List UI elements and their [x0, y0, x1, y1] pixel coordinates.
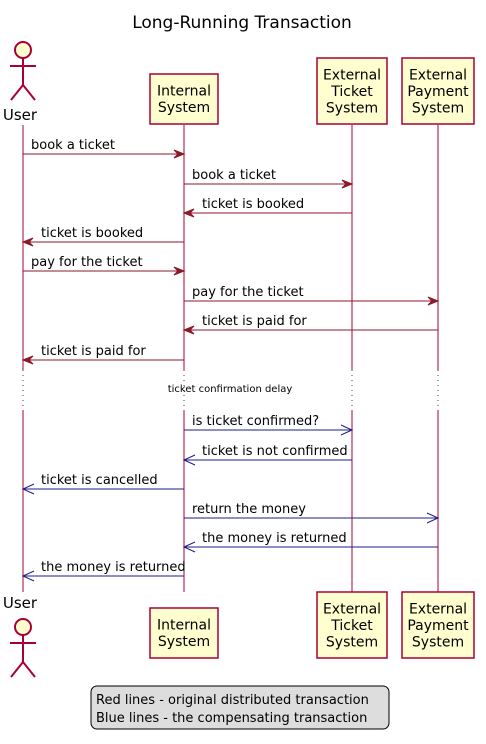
legend-line: Blue lines - the compensating transactio… — [96, 711, 367, 726]
participant-label-user: User — [3, 106, 38, 124]
user-actor-icon — [10, 41, 36, 101]
arrowhead-filled — [21, 355, 34, 365]
message-arrow: pay for the ticket — [23, 255, 186, 276]
arrowhead-filled — [173, 149, 186, 159]
message-arrow: the money is returned — [21, 560, 186, 582]
message-label: pay for the ticket — [31, 255, 143, 270]
participant-label-line: System — [412, 100, 464, 116]
message-arrow: book a ticket — [23, 138, 186, 159]
arrowhead-open — [21, 570, 35, 582]
actor-leg — [10, 84, 24, 101]
arrowhead-open — [182, 541, 196, 553]
participant-label-line: External — [409, 67, 467, 83]
message-label: ticket is paid for — [202, 314, 307, 329]
message-label: the money is returned — [41, 560, 186, 575]
message-label: book a ticket — [31, 138, 115, 153]
arrowhead-filled — [182, 325, 195, 335]
message-label: book a ticket — [192, 168, 276, 183]
arrowhead-open — [426, 512, 440, 524]
message-label: ticket is cancelled — [41, 473, 158, 488]
message-arrow: ticket is paid for — [182, 314, 438, 335]
actor-leg — [22, 661, 36, 678]
user-actor-icon — [10, 618, 36, 678]
message-label: ticket is booked — [202, 197, 304, 212]
message-arrow: is ticket confirmed? — [184, 414, 354, 436]
participant-label-line: System — [158, 100, 210, 116]
participant-box — [401, 57, 475, 125]
arrowhead-filled — [182, 208, 195, 218]
message-arrow: ticket is cancelled — [21, 473, 184, 495]
messages: book a ticket book a ticket ticket is book… — [21, 138, 440, 582]
participant-box — [149, 73, 219, 125]
message-arrow: pay for the ticket — [184, 285, 440, 306]
arrowhead-open — [182, 454, 196, 466]
message-label: ticket is booked — [41, 226, 143, 241]
message-arrow: book a ticket — [184, 168, 354, 189]
message-label: the money is returned — [202, 531, 347, 546]
message-label: ticket is not confirmed — [202, 444, 348, 459]
participant-box — [401, 591, 475, 659]
arrowhead-open — [340, 424, 354, 436]
participants: UserUserInternalSystemInternalSystemExte… — [3, 41, 475, 678]
participant-label-line: System — [326, 634, 378, 650]
actor-head — [14, 41, 32, 59]
participant-label-line: Ticket — [330, 84, 373, 100]
message-label: is ticket confirmed? — [192, 414, 319, 429]
participant-label-line: External — [409, 601, 467, 617]
actor-head — [14, 618, 32, 636]
message-label: ticket is paid for — [41, 344, 146, 359]
participant-label-line: External — [323, 67, 381, 83]
delay-section: ticket confirmation delay — [168, 384, 293, 395]
participant-label-line: Payment — [407, 84, 469, 100]
participant-box — [316, 57, 388, 125]
legend: Red lines - original distributed transac… — [90, 685, 390, 730]
diagram-title: Long-Running Transaction — [132, 13, 352, 33]
message-label: pay for the ticket — [192, 285, 304, 300]
arrowhead-filled — [427, 296, 440, 306]
message-label: return the money — [192, 502, 306, 517]
arrowhead-filled — [341, 179, 354, 189]
participant-label-user: User — [3, 594, 38, 612]
participant-label-line: Payment — [407, 618, 469, 634]
participant-label-line: Internal — [157, 84, 211, 100]
delay-label: ticket confirmation delay — [168, 384, 293, 395]
participant-label-line: System — [412, 634, 464, 650]
participant-label-line: Internal — [157, 618, 211, 634]
message-arrow: return the money — [184, 502, 440, 524]
message-arrow: ticket is booked — [182, 197, 352, 218]
participant-label-line: System — [158, 634, 210, 650]
participant-box — [149, 607, 219, 659]
message-arrow: ticket is not confirmed — [182, 444, 352, 466]
arrowhead-filled — [173, 266, 186, 276]
message-arrow: ticket is paid for — [21, 344, 184, 365]
participant-label-line: System — [326, 100, 378, 116]
participant-label-line: External — [323, 601, 381, 617]
actor-leg — [22, 84, 36, 101]
message-arrow: ticket is booked — [21, 226, 184, 247]
arrowhead-open — [21, 483, 35, 495]
lifelines — [22, 125, 439, 592]
legend-box — [90, 685, 390, 730]
arrowhead-filled — [21, 237, 34, 247]
legend-line: Red lines - original distributed transac… — [96, 693, 369, 708]
message-arrow: the money is returned — [182, 531, 438, 553]
participant-label-line: Ticket — [330, 618, 373, 634]
actor-leg — [10, 661, 24, 678]
participant-box — [316, 591, 388, 659]
